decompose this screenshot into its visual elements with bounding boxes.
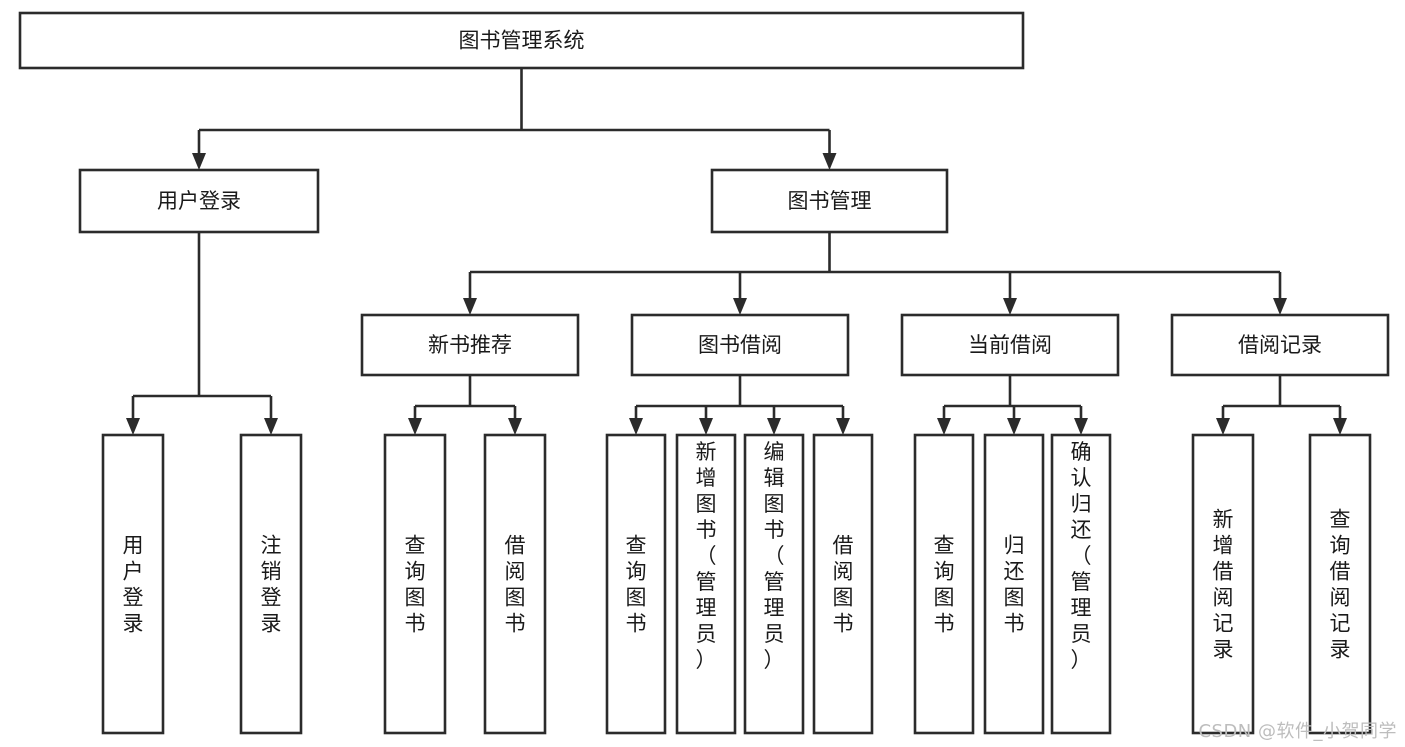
arrowhead-icon — [937, 418, 951, 435]
node-rect[interactable] — [630, 313, 850, 377]
node-level3-borrow-record[interactable]: 借阅记录 — [1170, 313, 1390, 377]
arrowhead-icon — [408, 418, 422, 435]
node-level3-book-borrow[interactable]: 图书借阅 — [630, 313, 850, 377]
arrowhead-icon — [699, 418, 713, 435]
node-level2-user-login[interactable]: 用户登录 — [78, 168, 320, 234]
arrowhead-icon — [767, 418, 781, 435]
node-leaf-leaf-return-book[interactable]: 归还图书 — [983, 433, 1045, 735]
node-rect[interactable] — [78, 168, 320, 234]
node-rect[interactable] — [360, 313, 580, 377]
node-level3-current-borrow[interactable]: 当前借阅 — [900, 313, 1120, 377]
edge-layer — [126, 68, 1347, 435]
conn-userlogin-to-leaves — [126, 232, 278, 435]
arrowhead-icon — [192, 153, 206, 170]
node-label: 查询借阅记录 — [1330, 507, 1351, 661]
node-leaf-leaf-user-login[interactable]: 用户登录 — [101, 433, 165, 735]
node-level2-book-management[interactable]: 图书管理 — [710, 168, 949, 234]
node-label: 用户登录 — [123, 533, 144, 635]
conn-recommend-to-leaves — [408, 375, 522, 435]
node-rect[interactable] — [812, 433, 874, 735]
arrowhead-icon — [1007, 418, 1021, 435]
node-rect[interactable] — [239, 433, 303, 735]
node-leaf-leaf-add-borrow-record[interactable]: 新增借阅记录 — [1191, 433, 1255, 735]
node-label: 借阅图书 — [833, 533, 854, 635]
conn-booksys-to-level3 — [463, 232, 1287, 315]
node-label: 用户登录 — [157, 189, 241, 213]
node-label: 查询图书 — [934, 533, 955, 635]
arrowhead-icon — [629, 418, 643, 435]
arrowhead-icon — [1273, 298, 1287, 315]
arrowhead-icon — [1216, 418, 1230, 435]
node-leaf-leaf-borrow-book[interactable]: 借阅图书 — [812, 433, 874, 735]
node-leaf-leaf-borrow-book-recommend[interactable]: 借阅图书 — [483, 433, 547, 735]
node-label: 借阅图书 — [505, 533, 526, 635]
node-label: 新书推荐 — [428, 333, 512, 357]
node-leaf-leaf-edit-book[interactable]: 编辑图书（管理员） — [743, 433, 805, 735]
node-label: 图书借阅 — [698, 333, 782, 357]
arrowhead-icon — [264, 418, 278, 435]
node-leaf-leaf-user-logout[interactable]: 注销登录 — [239, 433, 303, 735]
node-root-root[interactable]: 图书管理系统 — [18, 11, 1025, 70]
node-level3-new-book-recommend[interactable]: 新书推荐 — [360, 313, 580, 377]
conn-borrow-to-leaves — [629, 375, 850, 435]
node-label: 编辑图书（管理员） — [764, 440, 785, 672]
node-rect[interactable] — [1308, 433, 1372, 735]
node-label: 借阅记录 — [1238, 333, 1322, 357]
conn-current-to-leaves — [937, 375, 1088, 435]
node-leaf-leaf-confirm-return[interactable]: 确认归还（管理员） — [1050, 433, 1112, 735]
node-rect[interactable] — [900, 313, 1120, 377]
node-leaf-leaf-add-book[interactable]: 新增图书（管理员） — [675, 433, 737, 735]
node-rect[interactable] — [383, 433, 447, 735]
arrowhead-icon — [1074, 418, 1088, 435]
arrowhead-icon — [508, 418, 522, 435]
node-label: 归还图书 — [1004, 533, 1025, 635]
node-rect[interactable] — [983, 433, 1045, 735]
node-leaf-leaf-query-book-borrow[interactable]: 查询图书 — [605, 433, 667, 735]
watermark-label: CSDN @软件_小贺同学 — [1198, 721, 1397, 742]
node-rect[interactable] — [101, 433, 165, 735]
conn-root-to-level2 — [192, 68, 837, 170]
node-leaf-leaf-query-book-current[interactable]: 查询图书 — [913, 433, 975, 735]
node-rect[interactable] — [675, 433, 737, 735]
node-rect[interactable] — [743, 433, 805, 735]
arrowhead-icon — [733, 298, 747, 315]
arrowhead-icon — [463, 298, 477, 315]
node-label: 查询图书 — [405, 533, 426, 635]
node-label: 注销登录 — [261, 533, 282, 635]
node-label: 图书管理 — [788, 189, 872, 213]
node-label: 查询图书 — [626, 533, 647, 635]
node-label: 当前借阅 — [968, 333, 1052, 357]
node-rect[interactable] — [483, 433, 547, 735]
arrowhead-icon — [836, 418, 850, 435]
node-label: 确认归还（管理员） — [1071, 440, 1092, 672]
node-rect[interactable] — [18, 11, 1025, 70]
node-rect[interactable] — [1191, 433, 1255, 735]
conn-record-to-leaves — [1216, 375, 1347, 435]
arrowhead-icon — [822, 153, 837, 170]
node-label: 新增借阅记录 — [1213, 507, 1234, 661]
node-layer: 图书管理系统用户登录图书管理新书推荐图书借阅当前借阅借阅记录用户登录注销登录查询… — [18, 11, 1390, 735]
arrowhead-icon — [126, 418, 140, 435]
arrowhead-icon — [1333, 418, 1347, 435]
node-rect[interactable] — [1050, 433, 1112, 735]
node-rect[interactable] — [1170, 313, 1390, 377]
node-label: 图书管理系统 — [459, 29, 585, 53]
node-rect[interactable] — [605, 433, 667, 735]
node-label: 新增图书（管理员） — [696, 440, 717, 672]
node-rect[interactable] — [913, 433, 975, 735]
arrowhead-icon — [1003, 298, 1017, 315]
node-leaf-leaf-query-borrow-record[interactable]: 查询借阅记录 — [1308, 433, 1372, 735]
node-leaf-leaf-query-book-recommend[interactable]: 查询图书 — [383, 433, 447, 735]
node-rect[interactable] — [710, 168, 949, 234]
